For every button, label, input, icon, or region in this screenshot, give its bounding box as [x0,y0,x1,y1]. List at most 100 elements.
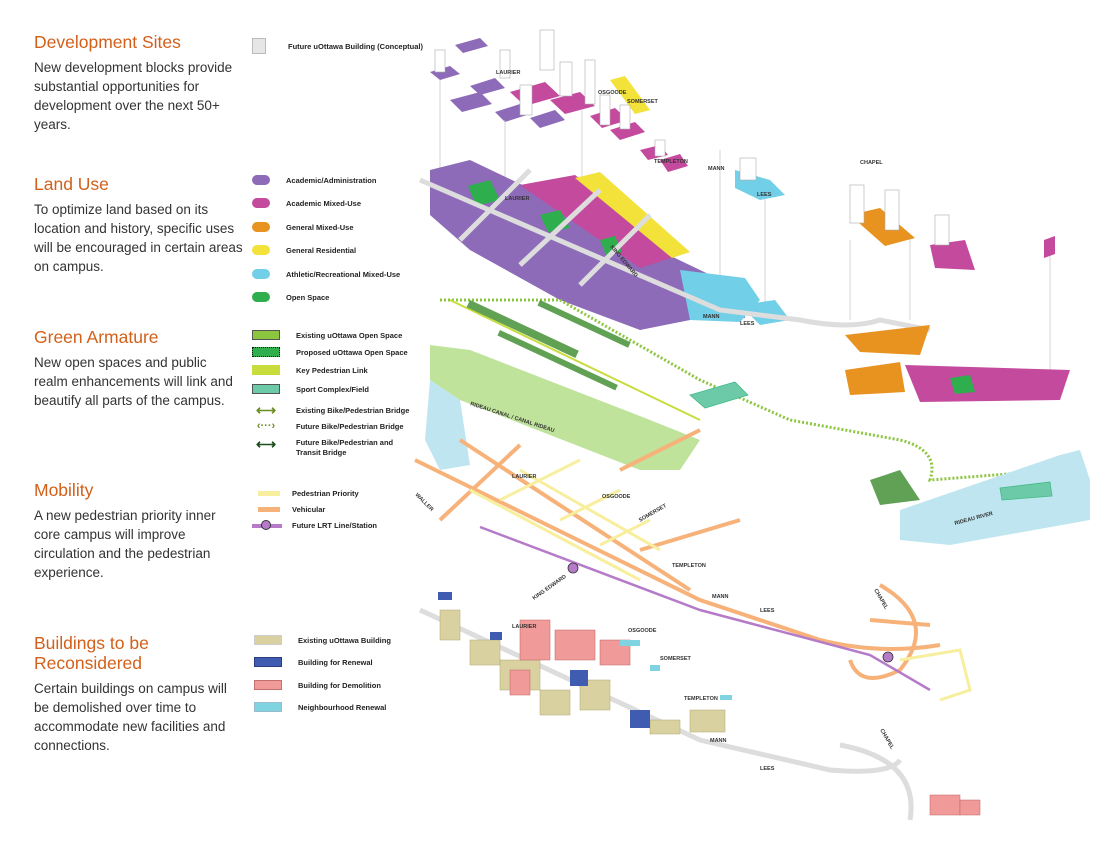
legend-item: Pedestrian Priority [258,489,359,498]
street-label-laurier-2: LAURIER [505,196,529,202]
swatch [254,635,282,645]
swatch [252,292,270,302]
legend-label: Neighbourhood Renewal [298,702,387,712]
legend-label: Future LRT Line/Station [292,521,377,530]
double-arrow-icon: ⟷ [255,402,277,418]
section-title: Green Armature [34,327,159,347]
section-buildings-reconsidered: Buildings to be Reconsidered Certain bui… [34,633,234,755]
section-title: Development Sites [34,32,181,52]
swatch [254,702,282,712]
swatch [254,657,282,667]
street-label-waller: WALLER [414,492,435,513]
legend-label: Athletic/Recreational Mixed-Use [286,269,401,279]
section-body: Certain buildings on campus will be demo… [34,681,227,753]
legend-item: Proposed uOttawa Open Space [252,347,408,357]
street-label-mann-3: MANN [712,594,729,600]
legend-item: ‹···› Future Bike/Pedestrian Bridge [252,420,404,432]
street-label-lees: LEES [757,192,772,198]
legend-item: Building for Demolition [254,680,381,690]
street-label-chapel: CHAPEL [860,160,883,166]
legend-label: General Mixed-Use [286,222,354,232]
legend-item: ⟷ Existing Bike/Pedestrian Bridge [252,402,409,419]
legend-item: General Residential [252,245,356,255]
legend-label: Future Bike/Pedestrian Bridge [296,421,404,431]
green-armature-layer [425,298,1090,545]
swatch [252,365,280,375]
development-sites-layer [430,29,1055,380]
dotted-arrow-icon: ‹···› [256,420,276,432]
street-label-templeton: TEMPLETON [654,159,688,165]
legend-item: Building for Renewal [254,657,373,667]
legend-item: Future LRT Line/Station [252,519,377,530]
building-icon [252,38,266,54]
legend-item: Athletic/Recreational Mixed-Use [252,269,400,279]
street-label-laurier: LAURIER [496,70,520,76]
section-title: Buildings to be Reconsidered [34,633,149,673]
legend-item: Existing uOttawa Open Space [252,330,402,340]
legend-item: Future uOttawa Building (Conceptual) [252,38,423,54]
lrt-station-icon [252,519,282,530]
street-label-lees-5: LEES [760,766,775,772]
swatch [252,347,280,357]
swatch [258,491,280,496]
legend-item: Sport Complex/Field [252,384,369,394]
street-label-mann: MANN [708,166,725,172]
swatch [252,269,270,279]
legend-item: Academic Mixed-Use [252,198,361,208]
legend-item: General Mixed-Use [252,222,354,232]
legend-label: Building for Renewal [298,657,373,667]
street-label-osgoode: OSGOODE [598,90,627,96]
section-body: New open spaces and public realm enhance… [34,355,233,408]
legend-label: Open Space [286,292,330,302]
legend-label: Existing Bike/Pedestrian Bridge [296,406,410,415]
swatch [258,507,280,512]
street-label-laurier-3: LAURIER [512,474,536,480]
street-label-king-edward-5: KING EDWARD [532,574,568,602]
legend-label: Proposed uOttawa Open Space [296,347,408,357]
section-land-use: Land Use To optimize land based on its l… [34,174,244,276]
street-label-lees-2: LEES [740,321,755,327]
legend-item: Existing uOttawa Building [254,635,391,645]
legend-item: Neighbourhood Renewal [254,702,386,712]
section-body: A new pedestrian priority inner core cam… [34,508,216,580]
street-label-somerset-5: SOMERSET [660,656,692,662]
legend-item: ⟷ Future Bike/Pedestrian and Transit Brid… [252,436,406,458]
legend-label: Academic/Administration [286,175,377,185]
legend-label: Future Bike/Pedestrian and Transit Bridg… [296,438,394,457]
legend-label: Vehicular [292,505,326,514]
street-label-chapel-5: CHAPEL [878,728,895,751]
section-title: Mobility [34,480,94,500]
street-label-mann-2: MANN [703,314,720,320]
swatch [252,175,270,185]
section-mobility: Mobility A new pedestrian priority inner… [34,480,244,582]
section-development-sites: Development Sites New development blocks… [34,32,244,134]
land-use-layer [419,160,1070,402]
street-label-osgoode-3: OSGOODE [602,494,631,500]
street-label-mann-5: MANN [710,738,727,744]
street-label-laurier-5: LAURIER [512,624,536,630]
section-body: New development blocks provide substanti… [34,60,233,132]
legend-label: Future uOttawa Building (Conceptual) [288,41,423,51]
legend-label: Existing uOttawa Open Space [296,330,403,340]
swatch [254,680,282,690]
street-label-somerset: SOMERSET [627,99,659,105]
swatch [252,222,270,232]
legend-item: Open Space [252,292,329,302]
street-label-somerset-3: SOMERSET [638,503,668,524]
legend-label: General Residential [286,245,357,255]
legend-label: Pedestrian Priority [292,489,359,498]
mobility-layer [414,428,972,702]
swatch [252,384,280,394]
street-label-templeton-5: TEMPLETON [684,696,718,702]
double-arrow-icon: ⟷ [255,436,277,452]
swatch [252,245,270,255]
legend-item: Vehicular [258,505,325,514]
section-body: To optimize land based on its location a… [34,202,243,274]
legend-label: Key Pedestrian Link [296,365,368,375]
legend-label: Academic Mixed-Use [286,198,362,208]
section-green-armature: Green Armature New open spaces and publi… [34,327,244,410]
section-title: Land Use [34,174,109,194]
swatch [252,330,280,340]
legend-item: Key Pedestrian Link [252,365,368,375]
